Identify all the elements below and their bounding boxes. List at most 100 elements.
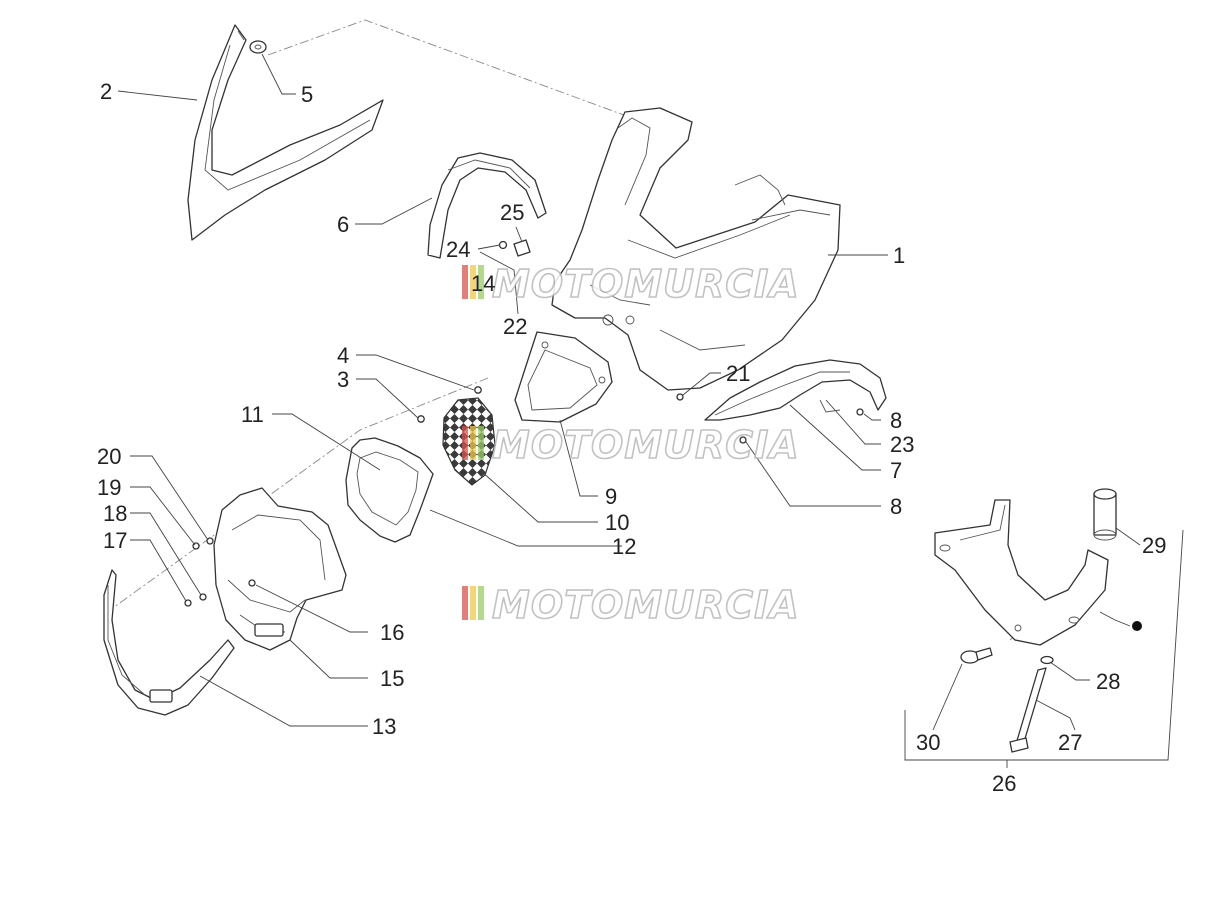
- leader-15: [289, 639, 368, 679]
- part-2-upper-cover: [187, 24, 384, 241]
- part-28-washer: [1040, 655, 1054, 665]
- part-9-inner-frame: [514, 331, 613, 423]
- leader-30: [932, 663, 963, 731]
- part-15-nose-cover: [213, 487, 347, 651]
- leader-17: [130, 539, 187, 602]
- leader-4: [356, 354, 475, 391]
- group-bracket-26: [904, 529, 1184, 761]
- watermark-bottom: MOTOMURCIA: [462, 582, 800, 628]
- part-12-badge-frame: [345, 437, 434, 543]
- callout-27: 27: [1058, 730, 1082, 755]
- callout-22: 22: [503, 314, 527, 339]
- callout-9: 9: [605, 484, 617, 509]
- part-5-clip: [249, 40, 267, 54]
- callout-26: 26: [992, 771, 1016, 796]
- leader-10: [479, 469, 598, 523]
- callout-13: 13: [372, 714, 396, 739]
- watermark-top: MOTOMURCIA: [462, 261, 800, 307]
- reference-dot: [1132, 621, 1142, 631]
- part-8-screw-upper: [856, 408, 864, 416]
- callout-4: 4: [337, 343, 349, 368]
- watermark-middle: MOTOMURCIA: [462, 422, 800, 468]
- part-13-lower-trim: [103, 569, 235, 716]
- watermark-text-top: MOTOMURCIA: [492, 262, 800, 306]
- part-24-screw: [498, 240, 508, 250]
- callout-29: 29: [1142, 533, 1166, 558]
- watermark-text-bottom: MOTOMURCIA: [492, 583, 800, 627]
- callout-1: 1: [893, 243, 905, 268]
- leader-21: [682, 372, 721, 396]
- leader-23: [825, 399, 881, 445]
- callout-23: 23: [890, 432, 914, 457]
- leader-6: [355, 197, 433, 225]
- callout-8-lower: 8: [890, 494, 902, 519]
- leader-11: [272, 413, 381, 471]
- leader-25: [515, 226, 523, 243]
- leader-9: [559, 419, 598, 497]
- callout-18: 18: [103, 501, 127, 526]
- callout-7: 7: [890, 458, 902, 483]
- parts: [103, 24, 1142, 753]
- callout-16: 16: [380, 620, 404, 645]
- callout-20: 20: [97, 444, 121, 469]
- callout-11: 11: [241, 402, 264, 427]
- part-18-screw: [199, 593, 207, 601]
- leader-bracket: [1099, 611, 1131, 627]
- callout-30: 30: [916, 730, 940, 755]
- leader-13: [199, 675, 368, 727]
- callout-28: 28: [1096, 669, 1120, 694]
- leader-2: [117, 90, 198, 101]
- leader-3: [356, 378, 419, 419]
- leader-lines: [117, 53, 1184, 768]
- part-26-bracket: [934, 499, 1109, 646]
- part-25-clip: [513, 239, 531, 257]
- part-17-screw: [184, 599, 192, 607]
- leader-28: [1049, 661, 1090, 681]
- leader-24: [477, 244, 501, 250]
- part-20-screw: [206, 537, 214, 545]
- callout-6: 6: [337, 212, 349, 237]
- part-21-screw: [676, 393, 684, 401]
- part-6-trim-strip: [427, 152, 547, 259]
- leader-19: [130, 486, 196, 546]
- watermark-text-middle: MOTOMURCIA: [492, 423, 800, 467]
- leader-8-upper: [863, 413, 881, 421]
- callout-5: 5: [301, 82, 313, 107]
- part-29-sleeve: [1093, 488, 1117, 541]
- part-8-screw-lower: [739, 436, 747, 444]
- part-1-front-shield: [551, 107, 841, 391]
- callout-14: 14: [471, 271, 495, 296]
- callout-10: 10: [605, 510, 629, 535]
- leader-22: [479, 251, 519, 315]
- part-10-grille: [442, 397, 496, 486]
- callout-2: 2: [100, 79, 112, 104]
- callout-19: 19: [97, 475, 121, 500]
- callout-15: 15: [380, 666, 404, 691]
- callout-21: 21: [726, 361, 750, 386]
- leader-16: [255, 584, 368, 633]
- callout-3: 3: [337, 367, 349, 392]
- leader-5: [261, 53, 296, 95]
- part-4-screw: [474, 386, 482, 394]
- callout-25: 25: [500, 200, 524, 225]
- callout-8-upper: 8: [890, 408, 902, 433]
- part-27-bolt: [1009, 667, 1047, 753]
- leader-8-lower: [745, 441, 881, 507]
- leader-27: [1035, 699, 1076, 731]
- callout-24: 24: [446, 237, 470, 262]
- callout-17: 17: [103, 528, 127, 553]
- leader-7: [789, 404, 881, 471]
- leader-29: [1115, 527, 1141, 546]
- leader-12: [429, 509, 622, 547]
- axis-line-middle: [109, 377, 489, 611]
- callout-12: 12: [612, 534, 636, 559]
- part-3-screw: [417, 415, 425, 423]
- watermarks: MOTOMURCIA MOTOMURCIA MOTOMURCIA: [462, 261, 800, 628]
- leader-18: [130, 512, 202, 596]
- leader-20: [130, 455, 209, 541]
- callout-labels: 1 2 3 4 5 6 7 8 8 9 10 11 12 13 14 15 16…: [97, 79, 1166, 796]
- part-30-pad: [960, 647, 993, 664]
- axis-line-top: [267, 19, 633, 119]
